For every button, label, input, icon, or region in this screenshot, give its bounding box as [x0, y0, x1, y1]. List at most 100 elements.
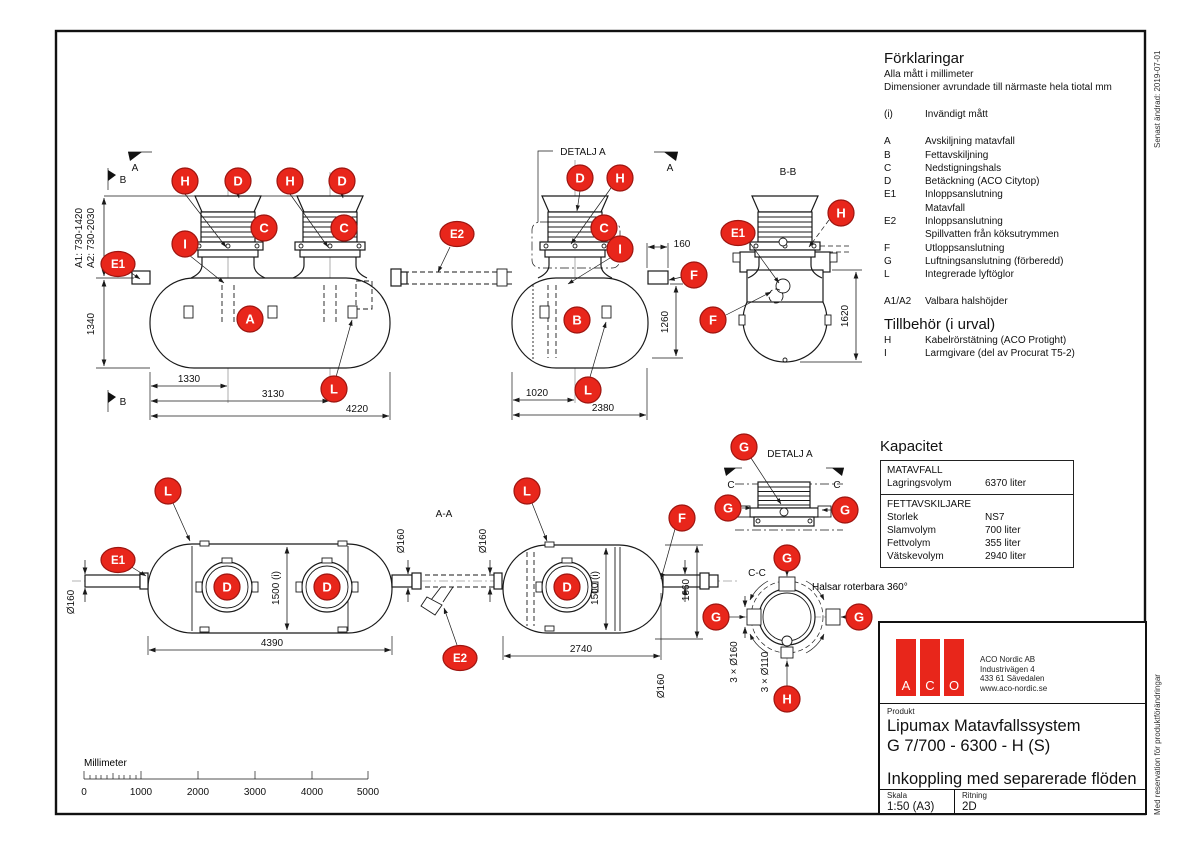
legend-desc: Luftningsanslutning (förberedd): [925, 255, 1064, 267]
legend-item: L Integrerade lyftöglor: [884, 268, 1146, 281]
view-detail-a: DETALJ A C C: [724, 449, 844, 531]
marker-h: H: [171, 167, 199, 195]
marker-letter: F: [709, 313, 717, 328]
scale-bar: Millimeter 0 1000 2000 3000 4000 5000: [81, 758, 379, 798]
marker-f: F: [680, 261, 708, 289]
marker-l: L: [154, 477, 182, 505]
marker-letter: H: [285, 174, 294, 189]
marker-c: C: [330, 214, 358, 242]
section-letter: A: [667, 163, 674, 174]
legend-desc: Invändigt mått: [925, 109, 988, 120]
detail-a-callout: DETALJ A: [560, 147, 606, 158]
product-name-line1: Lipumax Matavfallssystem: [887, 717, 1081, 735]
marker-c: C: [250, 214, 278, 242]
marker-letter: E1: [111, 259, 126, 271]
dim-neck-a2: A2: 730-2030: [86, 208, 97, 268]
legend-key: L: [884, 269, 890, 281]
legend-key: G: [884, 255, 892, 267]
legend-desc: Integrerade lyftöglor: [925, 269, 1014, 281]
dim-3130: 3130: [262, 389, 285, 400]
dims-top-b: Ø160 1500 (i) 1660 2740 Ø160: [478, 528, 703, 698]
marker-letter: B: [572, 313, 581, 328]
marker-g: G: [831, 496, 859, 524]
marker-i: I: [171, 230, 199, 258]
marker-letter: E1: [111, 555, 126, 567]
dim-1020: 1020: [526, 388, 549, 399]
company-street: Industrivägen 4: [980, 664, 1035, 674]
legend-note-2: Dimensioner avrundade till närmaste hela…: [884, 82, 1112, 93]
dim-1500i: 1500 (i): [271, 571, 282, 605]
capacity-label: Lagringsvolym: [887, 478, 952, 489]
marker-e1: E1: [720, 219, 756, 247]
capacity-label: Slamvolym: [887, 525, 936, 536]
pipe-run-top-e2: [420, 574, 495, 646]
accessory-key: I: [884, 348, 887, 360]
capacity-label: Vätskevolym: [887, 551, 944, 562]
e2-branch: [420, 596, 443, 616]
product-section: Produkt Lipumax Matavfallssystem G 7/700…: [880, 704, 1145, 790]
capacity-header: MATAVFALL: [887, 465, 943, 476]
dim-1620: 1620: [840, 304, 851, 327]
drawing-type-value: 2D: [962, 801, 977, 813]
dim-3x160: 3 × Ø160: [729, 641, 740, 683]
marker-g: G: [773, 544, 801, 572]
company-header: A C O ACO Nordic AB Industrivägen 4 433 …: [880, 623, 1145, 704]
title-block: A C O ACO Nordic AB Industrivägen 4 433 …: [878, 621, 1147, 815]
legend-panel: Förklaringar Alla mått i millimeter Dime…: [884, 50, 1146, 308]
dim-4390: 4390: [261, 638, 284, 649]
marker-letter: E2: [453, 653, 467, 665]
marker-l: L: [574, 376, 602, 404]
marker-d: D: [566, 164, 594, 192]
revision-note: Senast ändrad: 2019-07-01: [1153, 50, 1162, 148]
vent-stub-g: [746, 608, 762, 626]
marker-d: D: [224, 167, 252, 195]
dim-1660: 1660: [681, 578, 692, 601]
capacity-label: Fettvolym: [887, 538, 931, 549]
scale-tick: 1000: [130, 787, 153, 798]
marker-h: H: [773, 685, 801, 713]
company-name: ACO Nordic AB: [980, 655, 1036, 664]
marker-letter: C: [339, 221, 349, 236]
section-flag-a: A: [128, 151, 152, 174]
marker-letter: L: [584, 383, 592, 398]
marker-d: D: [328, 167, 356, 195]
marker-letter: E1: [731, 228, 746, 240]
marker-letter: H: [615, 171, 624, 186]
accessory-desc: Kabelrörstätning (ACO Protight): [925, 335, 1067, 346]
marker-letter: D: [562, 580, 571, 595]
capacity-label: Storlek: [887, 512, 919, 523]
marker-d: D: [213, 573, 241, 601]
marker-letter: F: [678, 511, 686, 526]
product-label: Produkt: [887, 707, 915, 716]
scale-bar-title: Millimeter: [84, 758, 127, 769]
section-flag-b-bottom: B: [107, 390, 127, 412]
marker-g: G: [702, 603, 730, 631]
dim-2380: 2380: [592, 403, 615, 414]
marker-letter: D: [222, 580, 231, 595]
marker-letter: F: [690, 268, 698, 283]
legend-desc: Betäckning (ACO Citytop): [925, 176, 1040, 188]
cable-gland-h: [778, 237, 788, 247]
marker-f: F: [668, 504, 696, 532]
view-top-tank-a: Ø160 1500 (i) 4390 Ø160: [66, 502, 515, 655]
marker-letter: G: [711, 610, 721, 625]
marker-letter: I: [183, 237, 187, 252]
product-name-line2: G 7/700 - 6300 - H (S): [887, 737, 1051, 755]
dims-top-a: Ø160 1500 (i) 4390 Ø160: [66, 528, 411, 655]
marker-letter: A: [245, 312, 255, 327]
pipe-e2-run: [404, 246, 512, 287]
marker-g: G: [730, 433, 758, 461]
